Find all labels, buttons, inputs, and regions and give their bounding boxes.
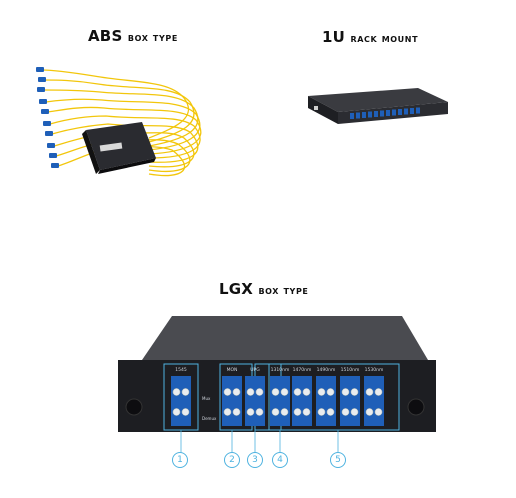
rack-caption-main: 1U <box>322 28 346 46</box>
abs-caption-main: ABS <box>88 27 123 45</box>
lc-port <box>181 388 190 396</box>
lc-port <box>280 388 289 396</box>
port-label: 1470nm <box>293 367 312 373</box>
lc-port <box>350 388 359 396</box>
port-label: 1510nm <box>341 367 360 373</box>
rack-caption-sub: rack mount <box>350 32 419 45</box>
port-label: 1310nm <box>271 367 290 373</box>
port-label: 1490nm <box>317 367 336 373</box>
rack-mount-caption: 1U rack mount <box>322 28 418 46</box>
lgx-box-caption: LGX box type <box>219 280 308 298</box>
lc-port <box>302 408 311 416</box>
lc-port <box>341 408 350 416</box>
lgx-caption-main: LGX <box>219 280 254 298</box>
lc-adapter-7 <box>340 376 360 426</box>
lc-port <box>302 388 311 396</box>
callout-5: 5 <box>330 452 346 468</box>
lc-port <box>246 388 255 396</box>
lc-port <box>232 408 241 416</box>
lc-port <box>255 388 264 396</box>
lc-adapter-8 <box>364 376 384 426</box>
lc-port <box>271 408 280 416</box>
lc-port <box>223 408 232 416</box>
abs-box-image <box>36 67 202 177</box>
right-screw <box>407 398 425 416</box>
lc-port <box>280 408 289 416</box>
row-label-demux: Demux <box>202 416 217 421</box>
callout-3: 3 <box>247 452 263 468</box>
lc-port <box>255 408 264 416</box>
abs-caption-sub: box type <box>127 31 178 44</box>
lc-port <box>326 388 335 396</box>
callout-1: 1 <box>172 452 188 468</box>
lc-port <box>293 408 302 416</box>
lc-adapter-5 <box>292 376 312 426</box>
lc-port <box>317 388 326 396</box>
lc-port <box>350 408 359 416</box>
port-label: UPG <box>250 367 260 373</box>
lc-port <box>271 388 280 396</box>
lc-port <box>374 388 383 396</box>
lc-adapter-2 <box>222 376 242 426</box>
port-label: 1545 <box>175 367 187 373</box>
lc-adapter-6 <box>316 376 336 426</box>
lc-port <box>172 408 181 416</box>
lc-port <box>365 388 374 396</box>
lc-port <box>246 408 255 416</box>
callout-2: 2 <box>224 452 240 468</box>
port-label: MON <box>227 367 238 373</box>
lc-port <box>326 408 335 416</box>
rack-mount-image <box>308 88 448 124</box>
abs-box-caption: ABS box type <box>88 27 178 45</box>
lc-port <box>365 408 374 416</box>
lc-port <box>374 408 383 416</box>
lc-adapter-1 <box>171 376 191 426</box>
row-label-mux: Mux <box>202 396 211 401</box>
lgx-box-image: 1545 MON UPG 1310nm 1470nm 1490nm 1510nm… <box>118 316 436 452</box>
lc-port <box>341 388 350 396</box>
callout-4: 4 <box>272 452 288 468</box>
lc-adapter-3 <box>245 376 265 426</box>
lc-port <box>181 408 190 416</box>
lc-port <box>172 388 181 396</box>
left-screw <box>125 398 143 416</box>
lc-port <box>317 408 326 416</box>
lc-adapter-4 <box>270 376 290 426</box>
lgx-caption-sub: box type <box>258 284 309 297</box>
lc-port <box>293 388 302 396</box>
port-label: 1530nm <box>365 367 384 373</box>
lc-port <box>232 388 241 396</box>
lc-port <box>223 388 232 396</box>
